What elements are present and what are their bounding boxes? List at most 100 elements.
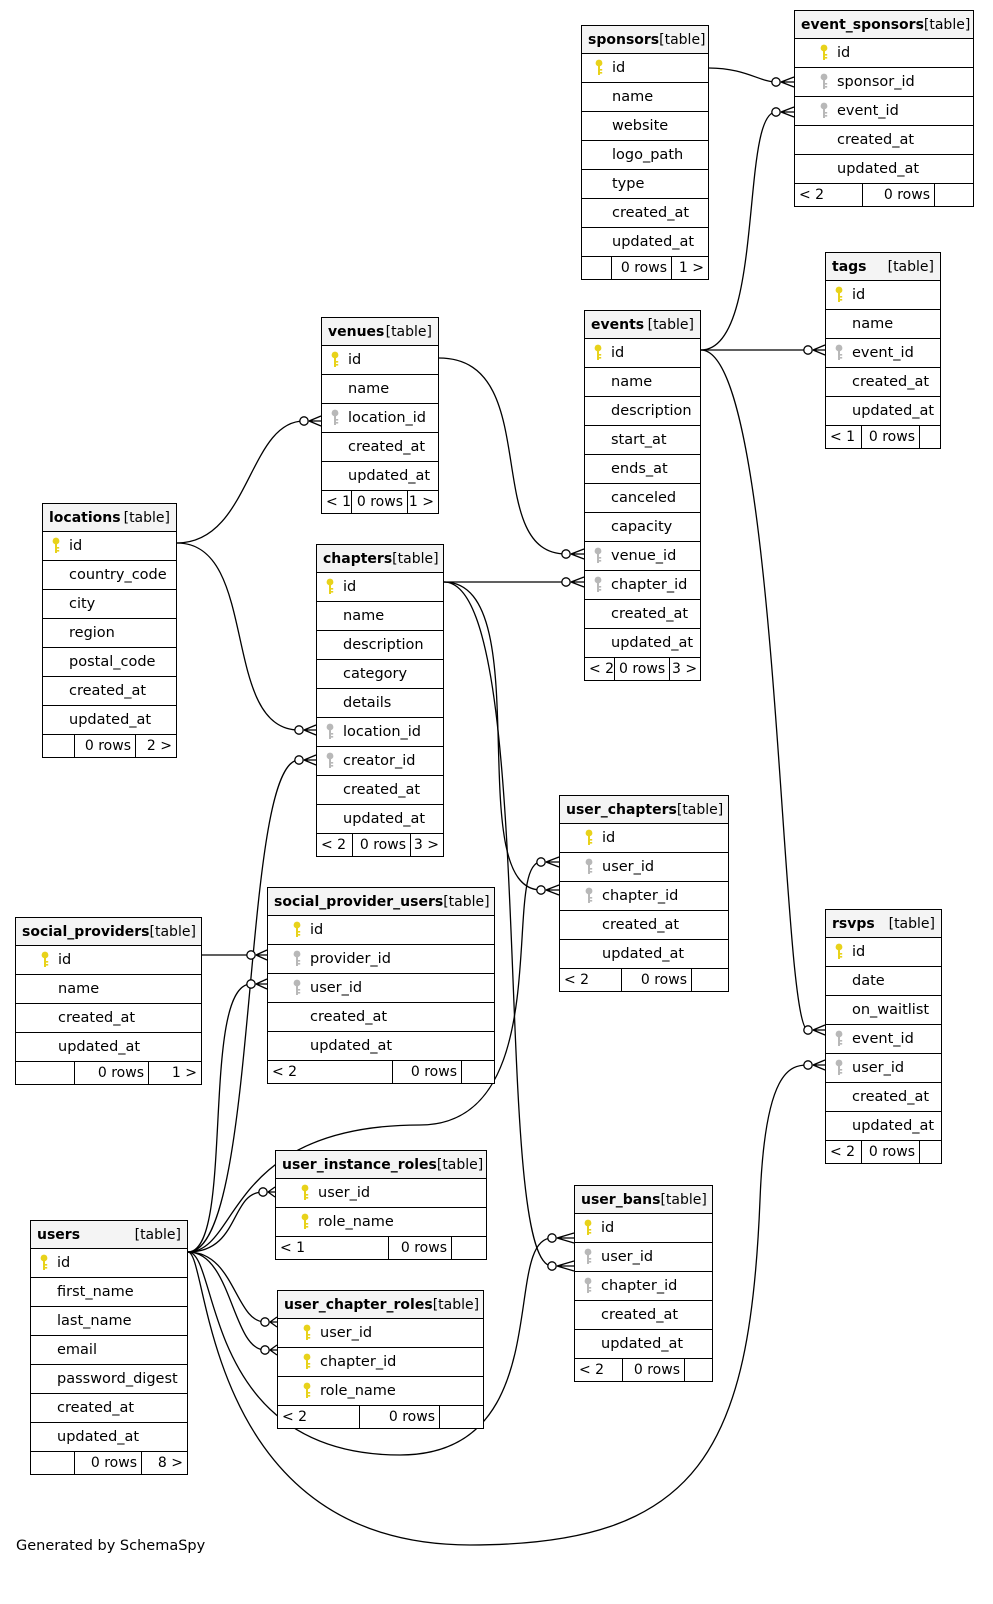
table-footer: < 2 0 rows (560, 969, 728, 991)
column-row: user_id (560, 853, 728, 882)
table-type-label: [table] (149, 923, 196, 940)
next-link[interactable] (935, 184, 973, 206)
table-name: tags (832, 258, 867, 275)
prev-link[interactable]: < 2 (575, 1359, 623, 1381)
prev-link[interactable]: < 2 (560, 969, 622, 991)
prev-link[interactable]: < 2 (268, 1061, 393, 1083)
next-link[interactable] (440, 1406, 483, 1428)
next-link[interactable]: 8 > (157, 1455, 183, 1471)
table-header: tags [table] (826, 253, 940, 281)
prev-link[interactable]: < 2 (585, 658, 615, 680)
prev-link[interactable] (16, 1062, 75, 1084)
table-name: sponsors (588, 31, 660, 48)
prev-link[interactable]: < 1 (276, 1237, 389, 1259)
table-locations: locations [table] id country_code city r… (42, 503, 177, 758)
table-social-provider-users: social_provider_users [table] id provide… (267, 887, 495, 1084)
prev-link[interactable]: < 1 (826, 426, 862, 448)
column-row: id (268, 916, 494, 945)
column-row: role_name (278, 1377, 483, 1406)
column-row: id (585, 339, 700, 368)
column-row: id (322, 346, 438, 375)
prev-link[interactable]: < 2 (826, 1141, 862, 1163)
column-row: logo_path (582, 141, 708, 170)
table-footer: 0 rows 2 > (43, 735, 176, 757)
table-name: event_sponsors (801, 16, 924, 33)
column-name: id (310, 922, 324, 938)
column-row: updated_at (585, 629, 700, 658)
column-row: updated_at (795, 155, 973, 184)
next-link[interactable]: 1 > (408, 494, 434, 510)
column-name: created_at (611, 606, 689, 622)
table-header: users [table] (31, 1221, 187, 1249)
next-link[interactable] (462, 1061, 494, 1083)
table-header: social_provider_users [table] (268, 888, 494, 916)
table-footer: < 2 0 rows (575, 1359, 712, 1381)
column-row: id (826, 281, 940, 310)
row-count: 0 rows (623, 1359, 685, 1381)
prev-link[interactable] (582, 257, 612, 279)
column-name: updated_at (343, 811, 426, 827)
relationship-line (176, 420, 305, 544)
next-link[interactable]: 2 > (146, 738, 172, 754)
column-row: updated_at (560, 940, 728, 969)
column-row: created_at (795, 126, 973, 155)
column-name: id (852, 944, 866, 960)
prev-link[interactable] (43, 735, 75, 757)
next-link[interactable]: 1 > (678, 260, 704, 276)
table-name: user_chapters (566, 801, 677, 818)
column-row: first_name (31, 1278, 187, 1307)
prev-link[interactable]: < 2 (317, 834, 353, 856)
next-link[interactable]: 1 > (171, 1065, 197, 1081)
prev-link[interactable]: < 2 (795, 184, 863, 206)
table-name: venues (328, 323, 385, 340)
table-type-label: [table] (923, 16, 971, 33)
prev-link[interactable]: < 2 (278, 1406, 360, 1428)
foreign-key-icon (826, 343, 852, 363)
prev-link[interactable]: < 1 (322, 491, 352, 513)
next-link[interactable] (685, 1359, 712, 1381)
table-footer: < 1 0 rows (276, 1237, 486, 1259)
relationship-line (443, 581, 542, 891)
prev-link[interactable] (31, 1452, 75, 1474)
row-count: 0 rows (615, 658, 671, 680)
column-name: id (612, 60, 626, 76)
column-name: chapter_id (602, 888, 679, 904)
column-row: location_id (317, 718, 443, 747)
next-link[interactable] (920, 1141, 941, 1163)
table-type-label: [table] (676, 801, 724, 818)
table-footer: 0 rows 1 > (582, 257, 708, 279)
relationship-line (438, 357, 567, 555)
column-row: created_at (31, 1394, 187, 1423)
next-link[interactable]: 3 > (672, 661, 698, 677)
row-count: 0 rows (622, 969, 692, 991)
row-count: 0 rows (75, 1452, 142, 1474)
column-name: updated_at (69, 712, 152, 728)
table-header: social_providers [table] (16, 918, 201, 946)
column-row: created_at (268, 1003, 494, 1032)
column-name: id (69, 538, 83, 554)
next-link[interactable] (692, 969, 728, 991)
column-name: ends_at (611, 461, 668, 477)
column-row: created_at (560, 911, 728, 940)
foreign-key-icon (585, 546, 611, 566)
crows-foot-marker (771, 76, 795, 88)
foreign-key-icon (826, 1029, 852, 1049)
table-type-label: [table] (123, 509, 170, 526)
next-link[interactable]: 3 > (413, 837, 439, 853)
primary-key-icon (294, 1323, 320, 1343)
table-footer: < 2 0 rows 3 > (317, 834, 443, 856)
column-row: id (560, 824, 728, 853)
column-name: country_code (69, 567, 167, 583)
row-count: 0 rows (612, 257, 672, 279)
table-footer: < 2 0 rows 3 > (585, 658, 700, 680)
next-link[interactable] (920, 426, 940, 448)
column-name: description (611, 403, 692, 419)
relationship-line (187, 1064, 809, 1546)
next-link[interactable] (452, 1237, 486, 1259)
column-name: created_at (57, 1400, 135, 1416)
column-name: name (852, 316, 894, 332)
column-row: email (31, 1336, 187, 1365)
table-footer: < 1 0 rows 1 > (322, 491, 438, 513)
column-row: chapter_id (560, 882, 728, 911)
